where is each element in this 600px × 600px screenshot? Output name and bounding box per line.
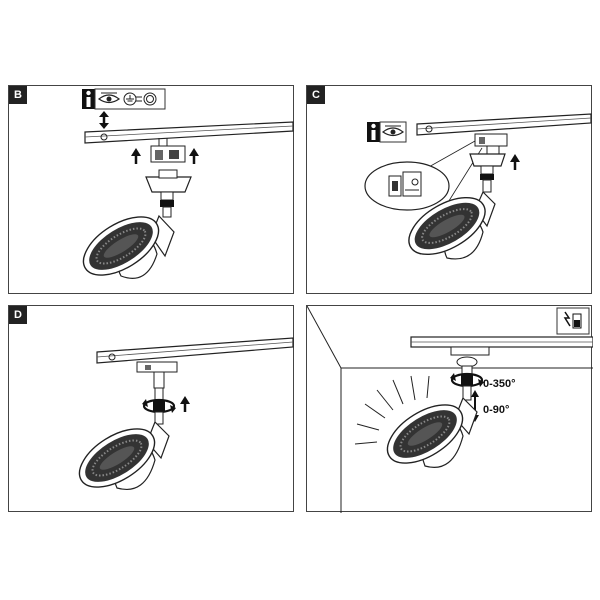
info-icon	[82, 89, 95, 109]
track-rail	[410, 336, 593, 348]
up-arrow-icon	[131, 148, 199, 164]
light-rays	[354, 375, 430, 445]
mounting-bracket	[145, 169, 192, 218]
double-arrow-icon	[99, 111, 109, 129]
rotation-arrow-icon	[142, 398, 176, 414]
track-rail	[96, 337, 294, 364]
step-d-label: D	[9, 306, 27, 324]
step-b-panel: B	[8, 85, 294, 294]
ground-symbol-icon	[123, 92, 157, 106]
mounting-bracket	[469, 153, 506, 193]
spotlight-head	[82, 214, 175, 279]
eye-icon	[97, 92, 121, 104]
info-icon	[367, 122, 380, 142]
step-c-panel: C	[306, 85, 592, 294]
track-adapter	[150, 138, 186, 163]
step-e-panel: 0-350° 0-90°	[306, 305, 593, 513]
step-d-panel: D	[8, 305, 294, 512]
up-arrow-icon	[510, 154, 520, 170]
spotlight-head	[78, 411, 170, 490]
track-rail	[84, 121, 294, 144]
rotation-range-label: 0-350°	[483, 378, 516, 390]
step-c-illustration	[364, 113, 592, 260]
eye-icon	[381, 125, 405, 137]
spotlight-head	[386, 385, 478, 468]
track-adapter	[450, 346, 490, 375]
track-rail	[416, 113, 592, 136]
electrical-power-icon	[556, 307, 590, 335]
step-d-illustration	[78, 337, 294, 490]
step-b-illustration	[82, 88, 294, 279]
spotlight-head	[408, 190, 496, 260]
track-adapter	[136, 361, 178, 403]
tilt-range-label: 0-90°	[483, 404, 510, 416]
step-e-illustration	[307, 306, 593, 513]
rotation-arrow-icon	[450, 372, 484, 388]
detail-zoom	[364, 140, 483, 211]
step-b-label: B	[9, 86, 27, 104]
track-adapter	[474, 133, 508, 155]
step-c-label: C	[307, 86, 325, 104]
up-arrow-icon	[180, 396, 190, 412]
